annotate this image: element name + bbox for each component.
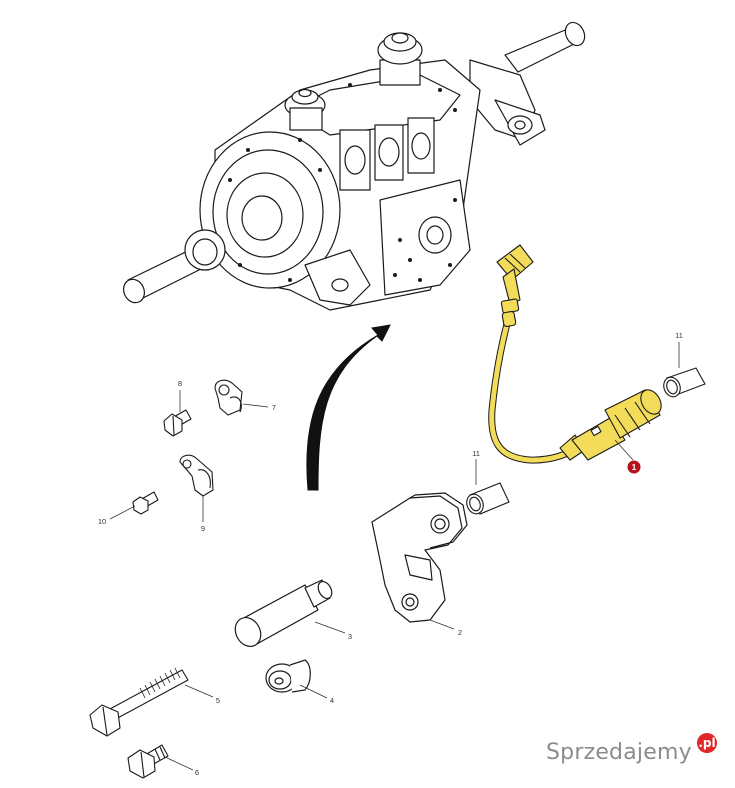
callout-11-upper-label: 11 xyxy=(675,331,683,340)
callout-3-label: 3 xyxy=(348,632,352,641)
callout-10-label: 10 xyxy=(98,517,106,526)
callout-1-label: 1 xyxy=(632,462,637,472)
callout-11-lower-label: 11 xyxy=(472,449,480,458)
part-10-small-screw xyxy=(132,491,159,515)
callout-9-label: 9 xyxy=(201,524,205,533)
callout-6-label: 6 xyxy=(195,768,199,777)
part-11-bushing-lower xyxy=(466,482,510,515)
part-9-clamp xyxy=(179,454,214,497)
watermark-text: Sprzedajemy xyxy=(546,740,692,765)
assembly-direction-arrow xyxy=(306,324,391,491)
callout-2-label: 2 xyxy=(458,628,462,637)
part-1-speed-sensor xyxy=(488,244,662,464)
part-2-bracket xyxy=(371,492,468,623)
sensor-connector-plug xyxy=(496,244,534,328)
sensor-body xyxy=(559,389,662,461)
transmission-assembly xyxy=(123,21,586,311)
transmission-bolt-details xyxy=(228,83,457,282)
part-3-pin xyxy=(234,579,333,647)
part-5-bolt-thread xyxy=(139,667,181,699)
callout-4-label: 4 xyxy=(330,696,334,705)
callout-1-badge xyxy=(627,460,641,474)
callout-7-label: 7 xyxy=(272,403,276,412)
part-11-bushing-upper xyxy=(663,367,706,398)
watermark-badge: .pl xyxy=(697,733,717,753)
part-6-short-bolt xyxy=(127,744,169,779)
part-5-long-bolt xyxy=(89,669,189,737)
callout-5-label: 5 xyxy=(216,696,220,705)
callout-leader-lines xyxy=(109,342,680,771)
part-8-small-bolt xyxy=(163,409,192,437)
callout-8-label: 8 xyxy=(178,379,182,388)
part-7-clip xyxy=(214,379,243,416)
callout-labels: 1 2 3 4 5 6 7 8 9 10 11 11 xyxy=(98,331,683,777)
part-4-spacer xyxy=(265,659,311,693)
